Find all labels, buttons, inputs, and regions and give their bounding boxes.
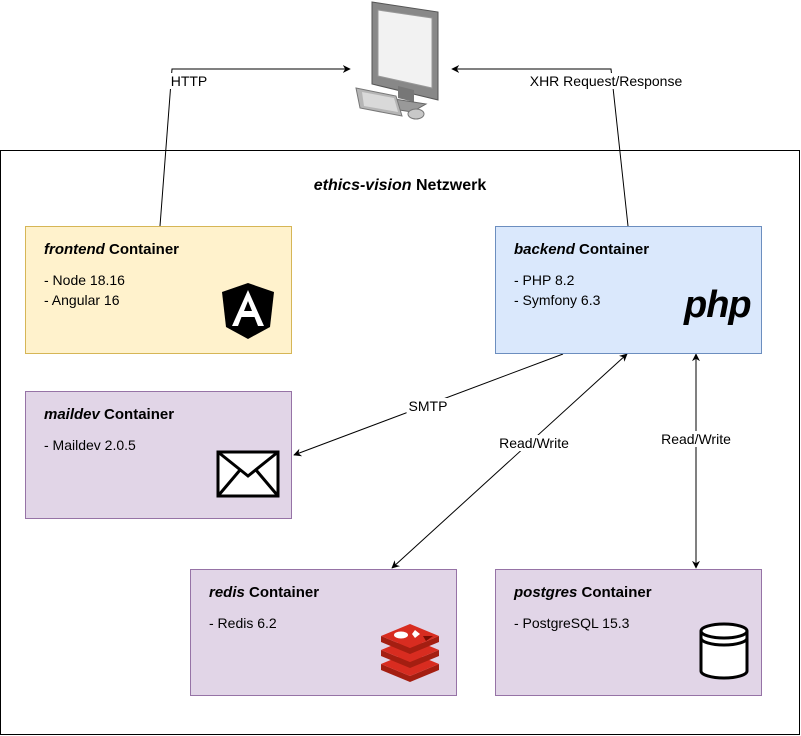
list-item: - PostgreSQL 15.3 — [514, 615, 630, 631]
edge-label-xhr: XHR Request/Response — [527, 73, 685, 89]
angular-icon — [222, 283, 274, 339]
postgres-container-items: - PostgreSQL 15.3 — [514, 613, 629, 633]
frontend-container: frontend Container - Node 18.16 - Angula… — [25, 226, 292, 354]
list-item: - Symfony 6.3 — [514, 292, 601, 308]
postgres-container-title: postgres Container — [514, 584, 652, 601]
network-name: ethics-vision — [313, 177, 412, 194]
network-boundary — [0, 150, 800, 735]
network-label: Netzwerk — [411, 177, 487, 194]
edge-xhr — [451, 65, 629, 227]
frontend-container-items: - Node 18.16 - Angular 16 — [44, 270, 125, 310]
redis-container-title: redis Container — [209, 584, 320, 601]
redis-container: redis Container - Redis 6.2 — [190, 569, 457, 696]
edge-http — [159, 65, 351, 227]
list-item: - Angular 16 — [44, 292, 120, 308]
list-item: - Node 18.16 — [44, 272, 125, 288]
redis-icon — [381, 624, 439, 682]
edge-redis-rw — [391, 353, 628, 569]
list-item: - Maildev 2.0.5 — [44, 437, 136, 453]
maildev-container-items: - Maildev 2.0.5 — [44, 435, 136, 455]
php-icon: php — [684, 284, 752, 326]
postgres-container: postgres Container - PostgreSQL 15.3 — [495, 569, 762, 696]
desktop-computer-icon — [355, 1, 439, 120]
edge-label-smtp: SMTP — [406, 398, 450, 414]
list-item: - PHP 8.2 — [514, 272, 575, 288]
edge-label-redis-rw: Read/Write — [497, 435, 571, 451]
list-item: - Redis 6.2 — [209, 615, 277, 631]
maildev-container: maildev Container - Maildev 2.0.5 — [25, 391, 292, 519]
edge-label-http: HTTP — [168, 73, 210, 89]
network-title: ethics-vision Netzwerk — [0, 177, 800, 195]
backend-container-title: backend Container — [514, 241, 650, 258]
backend-container-items: - PHP 8.2 - Symfony 6.3 — [514, 270, 600, 310]
backend-container: backend Container - PHP 8.2 - Symfony 6.… — [495, 226, 762, 354]
frontend-container-title: frontend Container — [44, 241, 180, 258]
redis-container-items: - Redis 6.2 — [209, 613, 277, 633]
maildev-container-title: maildev Container — [44, 406, 175, 423]
envelope-icon — [216, 450, 280, 498]
edge-label-postgres-rw: Read/Write — [659, 431, 733, 447]
database-icon — [699, 622, 749, 680]
